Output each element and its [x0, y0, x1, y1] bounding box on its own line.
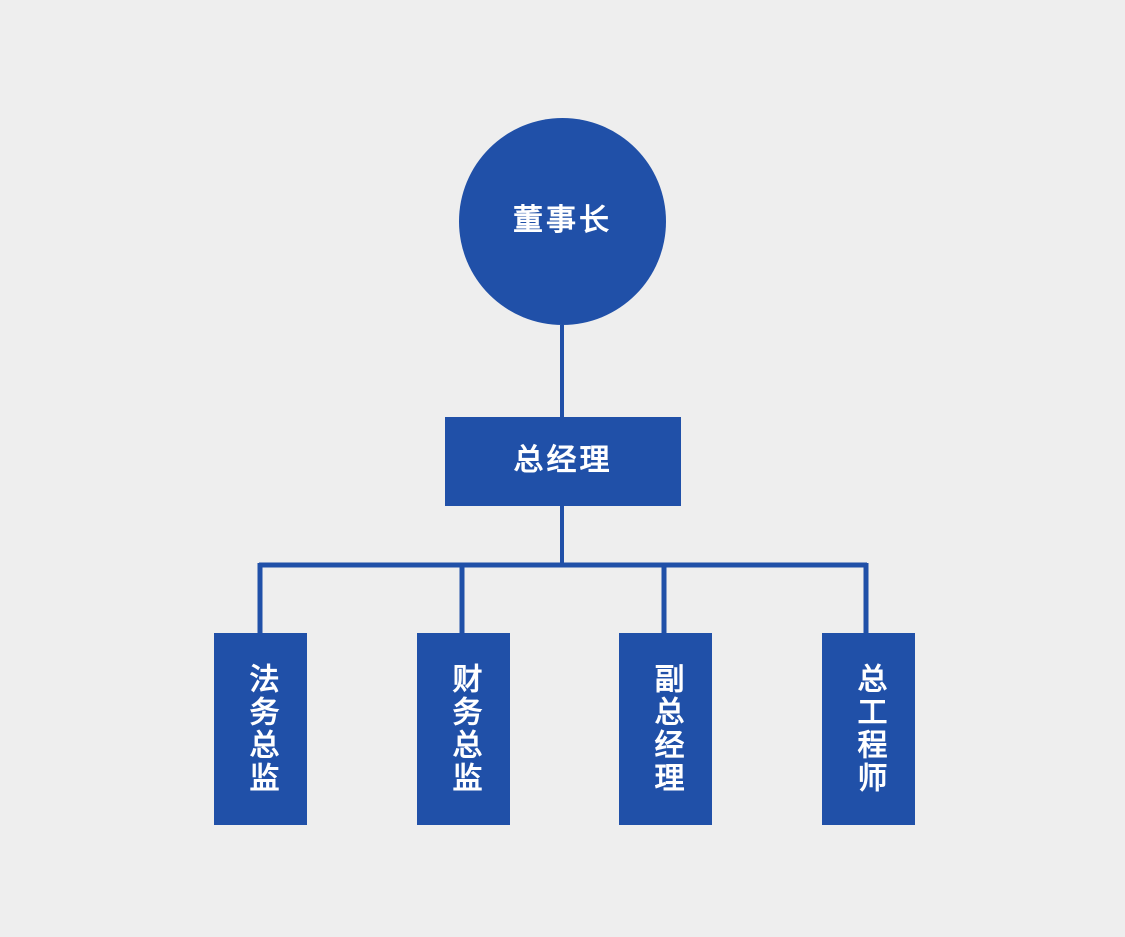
node-deputy-general-manager-label: 副总经理 [649, 663, 683, 795]
node-general-manager-label: 总经理 [513, 444, 613, 478]
node-legal-director[interactable]: 法务总监 [214, 633, 307, 825]
node-chairman[interactable]: 董事长 [459, 118, 666, 325]
node-finance-director-label: 财务总监 [447, 663, 481, 795]
node-finance-director[interactable]: 财务总监 [417, 633, 510, 825]
node-chief-engineer-label: 总工程师 [852, 663, 886, 795]
node-general-manager[interactable]: 总经理 [445, 417, 681, 506]
node-legal-director-label: 法务总监 [244, 663, 278, 795]
node-deputy-general-manager[interactable]: 副总经理 [619, 633, 712, 825]
node-chief-engineer[interactable]: 总工程师 [822, 633, 915, 825]
node-chairman-label: 董事长 [513, 204, 612, 238]
